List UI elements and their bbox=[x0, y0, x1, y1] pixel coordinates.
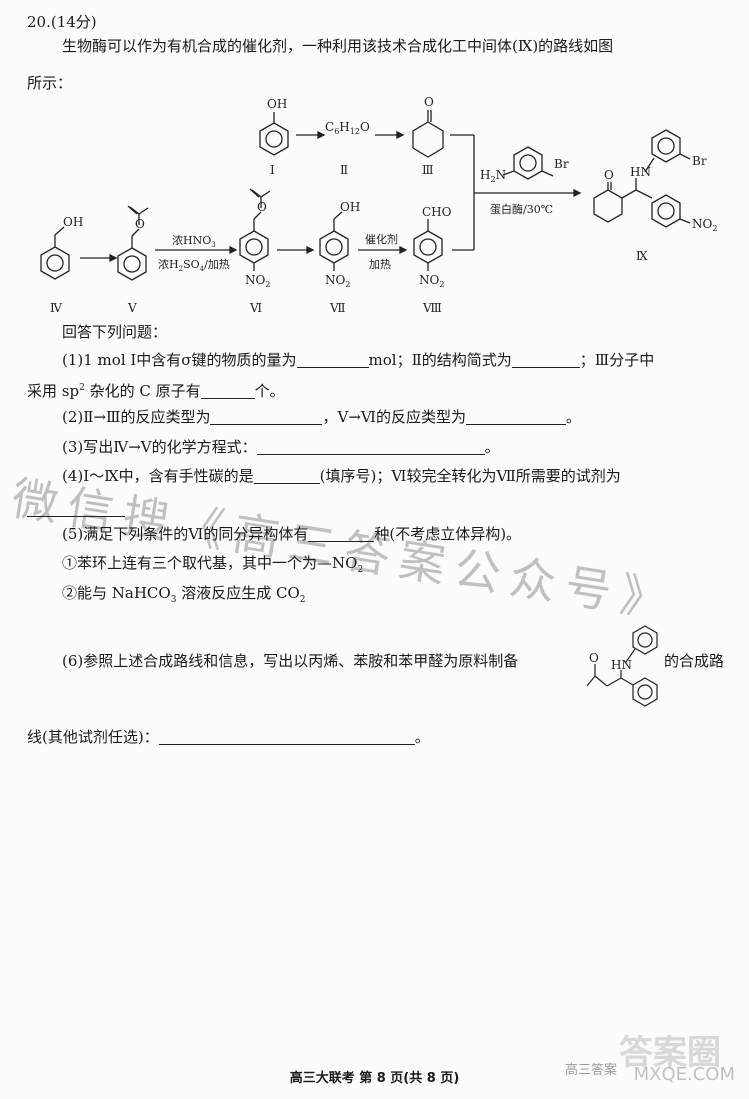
label-oh-vii: OH bbox=[340, 200, 360, 214]
question-5: (5)满足下列条件的Ⅵ的同分异构体有种(不考虑立体异构)。 bbox=[62, 525, 522, 543]
question-4: (4)Ⅰ～Ⅸ中，含有手性碳的是(填序号)；Ⅵ较完全转化为Ⅶ所需要的试剂为 bbox=[62, 467, 621, 485]
question-intro-end: 所示： bbox=[27, 74, 73, 92]
question-6-end: 的合成路 bbox=[664, 652, 725, 670]
label-no2-viii: NO2 bbox=[419, 273, 444, 289]
label-br-ix: Br bbox=[692, 154, 707, 168]
watermark-corner-site: 高三答案 bbox=[565, 1063, 618, 1078]
blank-q2-b[interactable] bbox=[465, 408, 566, 425]
label-o-v: O bbox=[135, 217, 145, 231]
question-6: (6)参照上述合成路线和信息，写出以丙烯、苯胺和苯甲醛为原料制备 bbox=[62, 652, 519, 670]
answer-prompt: 回答下列问题： bbox=[62, 323, 168, 341]
condition-hno3: 浓HNO3 bbox=[172, 234, 216, 249]
arrow-iv-v bbox=[80, 253, 118, 263]
arrow-vi-vii bbox=[277, 245, 315, 255]
condition-catalyst: 催化剂 bbox=[365, 232, 398, 246]
molecule-viii bbox=[413, 219, 443, 271]
molecule-iv bbox=[40, 226, 70, 280]
question-header: 20.(14分) bbox=[27, 13, 97, 31]
roman-vii: Ⅶ bbox=[329, 301, 346, 315]
question-5-condition-2: ②能与 NaHCO3 溶液反应生成 CO2 bbox=[62, 584, 306, 605]
roman-vi: Ⅵ bbox=[249, 301, 262, 315]
molecule-i bbox=[259, 112, 289, 156]
label-o-iii: O bbox=[424, 95, 434, 109]
label-br-amine: Br bbox=[554, 157, 569, 171]
blank-q4-chiral[interactable] bbox=[253, 467, 320, 484]
label-cho: CHO bbox=[422, 205, 452, 219]
watermark-corner: 答案圈 高三答案 MXQE.COM bbox=[565, 1025, 735, 1085]
molecule-vii bbox=[319, 211, 349, 271]
label-no2-vii: NO2 bbox=[325, 273, 350, 289]
roman-v: Ⅴ bbox=[127, 301, 137, 315]
blank-q4-reagent[interactable] bbox=[27, 516, 125, 517]
arrow-v-vi bbox=[155, 245, 238, 255]
label-oh-iv: OH bbox=[63, 215, 83, 229]
synthesis-scheme: OH C6H12O O OH O O OH CHO NO2 NO2 NO2 H2… bbox=[40, 95, 717, 315]
target-molecule: O HN bbox=[586, 625, 658, 707]
roman-ix: Ⅸ bbox=[636, 249, 648, 263]
watermark-corner-url: MXQE.COM bbox=[633, 1064, 735, 1085]
blank-q3-equation[interactable] bbox=[256, 438, 485, 455]
label-h2n: H2N bbox=[480, 168, 506, 184]
label-o-vi: O bbox=[257, 200, 267, 214]
question-1-line-2: 采用 sp2 杂化的 C 原子有个。 bbox=[27, 382, 285, 400]
molecule-ix bbox=[593, 129, 691, 228]
blank-q5-count[interactable] bbox=[308, 525, 375, 542]
blank-q2-a[interactable] bbox=[210, 408, 323, 425]
arrow-ii-iii bbox=[375, 130, 405, 140]
watermark-corner-logo: 答案圈 bbox=[619, 1033, 721, 1073]
arrow-vii-viii bbox=[358, 245, 408, 255]
arrow-i-ii bbox=[296, 130, 326, 140]
label-o-ix: O bbox=[604, 168, 614, 182]
molecule-iii bbox=[412, 110, 444, 158]
question-intro: 生物酶可以作为有机合成的催化剂，一种利用该技术合成化工中间体(Ⅸ)的路线如图 bbox=[62, 37, 614, 55]
blank-q1-sp2[interactable] bbox=[200, 382, 255, 399]
condition-enzyme: 蛋白酶/30℃ bbox=[490, 202, 553, 216]
blank-q6-route[interactable] bbox=[158, 728, 415, 745]
question-6-line-2: 线(其他试剂任选)：。 bbox=[27, 728, 430, 746]
question-3: (3)写出Ⅳ→Ⅴ的化学方程式：。 bbox=[62, 438, 500, 456]
merge-bracket bbox=[450, 134, 582, 251]
label-hn-ix: HN bbox=[630, 165, 651, 179]
roman-i: Ⅰ bbox=[270, 163, 275, 177]
question-5-condition-1: ①苯环上连有三个取代基，其中一个为—NO2 bbox=[62, 554, 364, 575]
target-o-label: O bbox=[589, 651, 599, 665]
blank-q1-structure[interactable] bbox=[511, 351, 580, 368]
label-oh-i: OH bbox=[267, 97, 287, 111]
target-hn-label: HN bbox=[611, 658, 632, 672]
molecule-bromoaniline bbox=[502, 146, 554, 180]
roman-iii: Ⅲ bbox=[422, 163, 434, 177]
label-no2-ix: NO2 bbox=[692, 217, 717, 233]
molecule-v bbox=[117, 205, 149, 281]
roman-iv: Ⅳ bbox=[50, 301, 63, 315]
roman-ii: Ⅱ bbox=[340, 163, 348, 177]
formula-ii: C6H12O bbox=[325, 120, 370, 136]
condition-heat: 加热 bbox=[369, 258, 391, 271]
question-2: (2)Ⅱ→Ⅲ的反应类型为，Ⅴ→Ⅵ的反应类型为。 bbox=[62, 408, 581, 426]
label-no2-vi: NO2 bbox=[245, 273, 270, 289]
page-footer: 高三大联考 第 8 页(共 8 页) bbox=[289, 1071, 460, 1086]
blank-q1-sigma[interactable] bbox=[296, 351, 369, 368]
roman-viii: Ⅷ bbox=[422, 301, 442, 315]
condition-h2so4: 浓H2SO4/加热 bbox=[158, 258, 230, 273]
molecule-vi bbox=[239, 188, 271, 271]
